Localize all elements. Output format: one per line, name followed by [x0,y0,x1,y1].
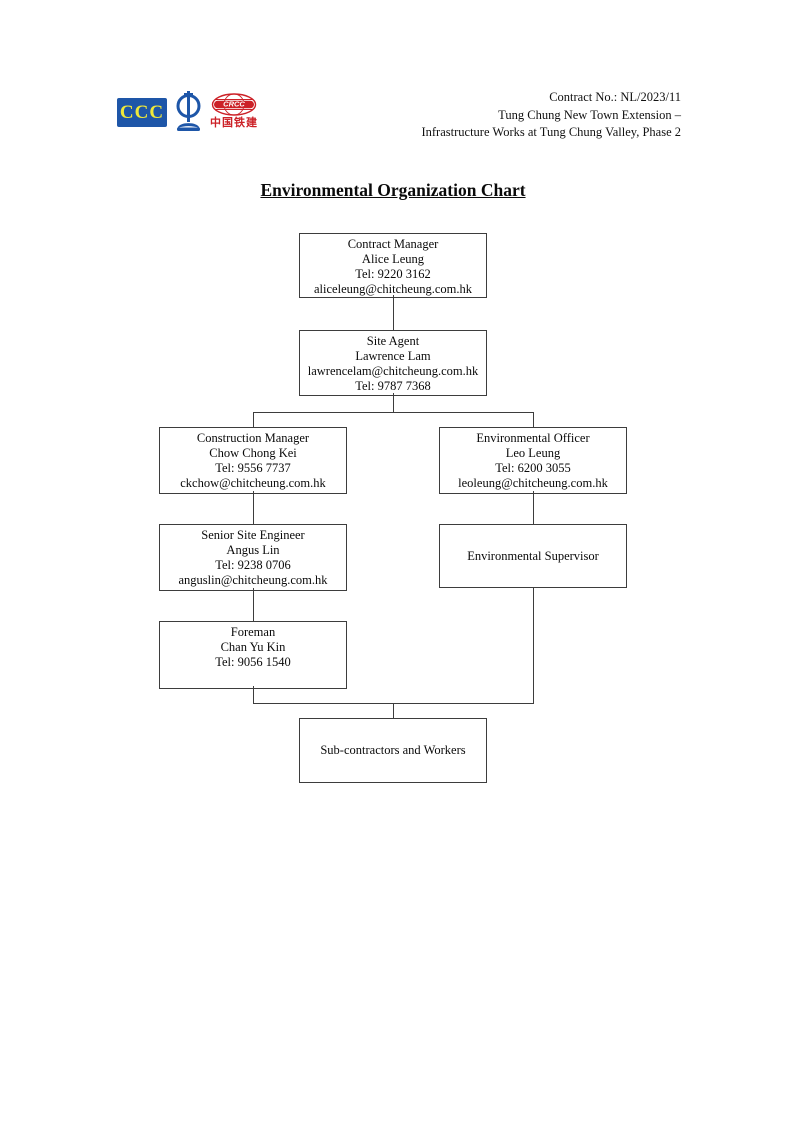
connector-line [533,588,534,704]
project-name-line2: Infrastructure Works at Tung Chung Valle… [421,125,681,139]
logo-group: CCC CRCC 中国铁建 [117,88,258,134]
org-box-senior-site-engineer: Senior Site Engineer Angus Lin Tel: 9238… [159,524,347,591]
connector-line [393,295,394,330]
crcc-caption: 中国铁建 [210,116,258,129]
org-box-environmental-officer: Environmental Officer Leo Leung Tel: 620… [439,427,627,494]
org-box-subcontractors: Sub-contractors and Workers [299,718,487,783]
connector-line [393,703,394,718]
project-name-line1: Tung Chung New Town Extension – [498,107,681,122]
crcc-globe-icon: CRCC [211,93,257,116]
org-box-text: Sub-contractors and Workers [320,743,466,758]
org-box-text: Environmental Officer Leo Leung Tel: 620… [458,431,608,490]
org-box-construction-manager: Construction Manager Chow Chong Kei Tel:… [159,427,347,494]
connector-line [533,491,534,524]
org-box-text: Construction Manager Chow Chong Kei Tel:… [180,431,326,490]
crcc-logo: CRCC 中国铁建 [210,93,258,129]
connector-line [253,491,254,524]
org-box-foreman: Foreman Chan Yu Kin Tel: 9056 1540 [159,621,347,689]
anchor-icon [176,91,201,131]
org-box-text: Environmental Supervisor [467,548,599,563]
connector-line [253,588,254,621]
connector-line [533,412,534,427]
connector-line [253,686,254,704]
page-title: Environmental Organization Chart [260,180,526,200]
org-box-text: Senior Site Engineer Angus Lin Tel: 9238… [178,528,328,587]
connector-line [393,393,394,412]
org-box-text: Contract Manager Alice Leung Tel: 9220 3… [314,237,472,296]
contract-info: Contract No.: NL/2023/11 Tung Chung New … [421,89,681,142]
ccc-logo-text: CCC [119,101,165,123]
org-box-text: Foreman Chan Yu Kin Tel: 9056 1540 [215,625,291,669]
connector-line [253,412,254,427]
contract-number: Contract No.: NL/2023/11 [549,90,681,104]
connector-line [253,412,534,413]
ccc-logo: CCC [117,97,167,127]
org-box-text: Site Agent Lawrence Lam lawrencelam@chit… [307,334,479,393]
crcc-globe-text: CRCC [223,100,245,109]
org-box-site-agent: Site Agent Lawrence Lam lawrencelam@chit… [299,330,487,396]
org-box-environmental-supervisor: Environmental Supervisor [439,524,627,588]
org-box-contract-manager: Contract Manager Alice Leung Tel: 9220 3… [299,233,487,298]
